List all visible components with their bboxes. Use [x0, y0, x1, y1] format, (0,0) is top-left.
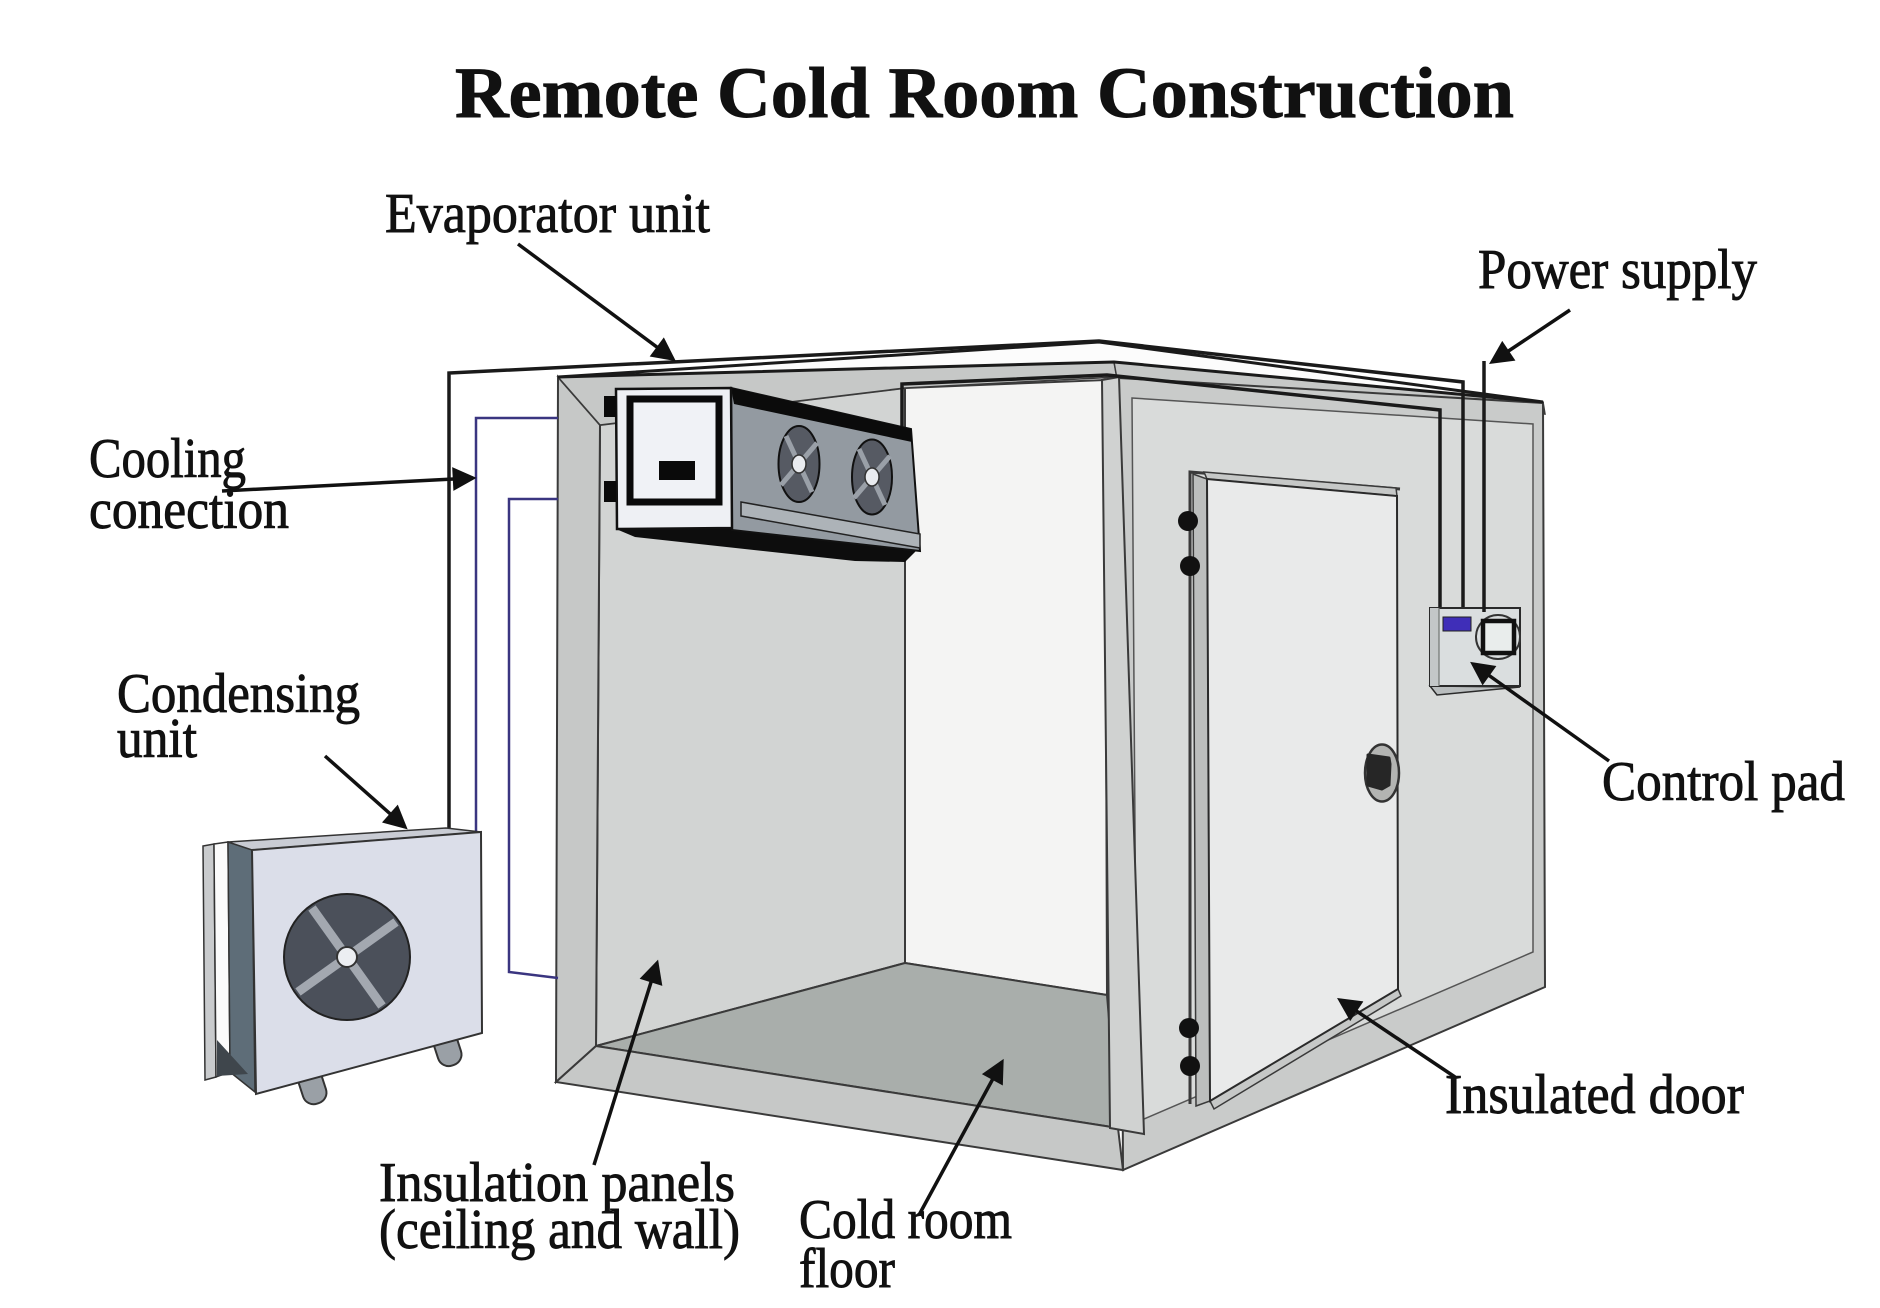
svg-text:Power supply: Power supply [1478, 239, 1757, 301]
svg-text:(ceiling and wall): (ceiling and wall) [379, 1199, 740, 1261]
svg-text:Cooling: Cooling [89, 428, 246, 490]
svg-text:Insulated door: Insulated door [1445, 1064, 1744, 1126]
svg-text:Remote Cold Room Construction: Remote Cold Room Construction [455, 53, 1514, 133]
svg-text:Insulation panels: Insulation panels [379, 1152, 735, 1214]
svg-text:Evaporator unit: Evaporator unit [385, 183, 710, 245]
svg-text:conection: conection [89, 479, 289, 541]
svg-text:Control pad: Control pad [1602, 751, 1845, 813]
svg-text:unit: unit [117, 708, 197, 770]
svg-text:Cold room: Cold room [799, 1189, 1012, 1251]
svg-text:Condensing: Condensing [117, 663, 360, 725]
svg-text:floor: floor [799, 1238, 895, 1300]
